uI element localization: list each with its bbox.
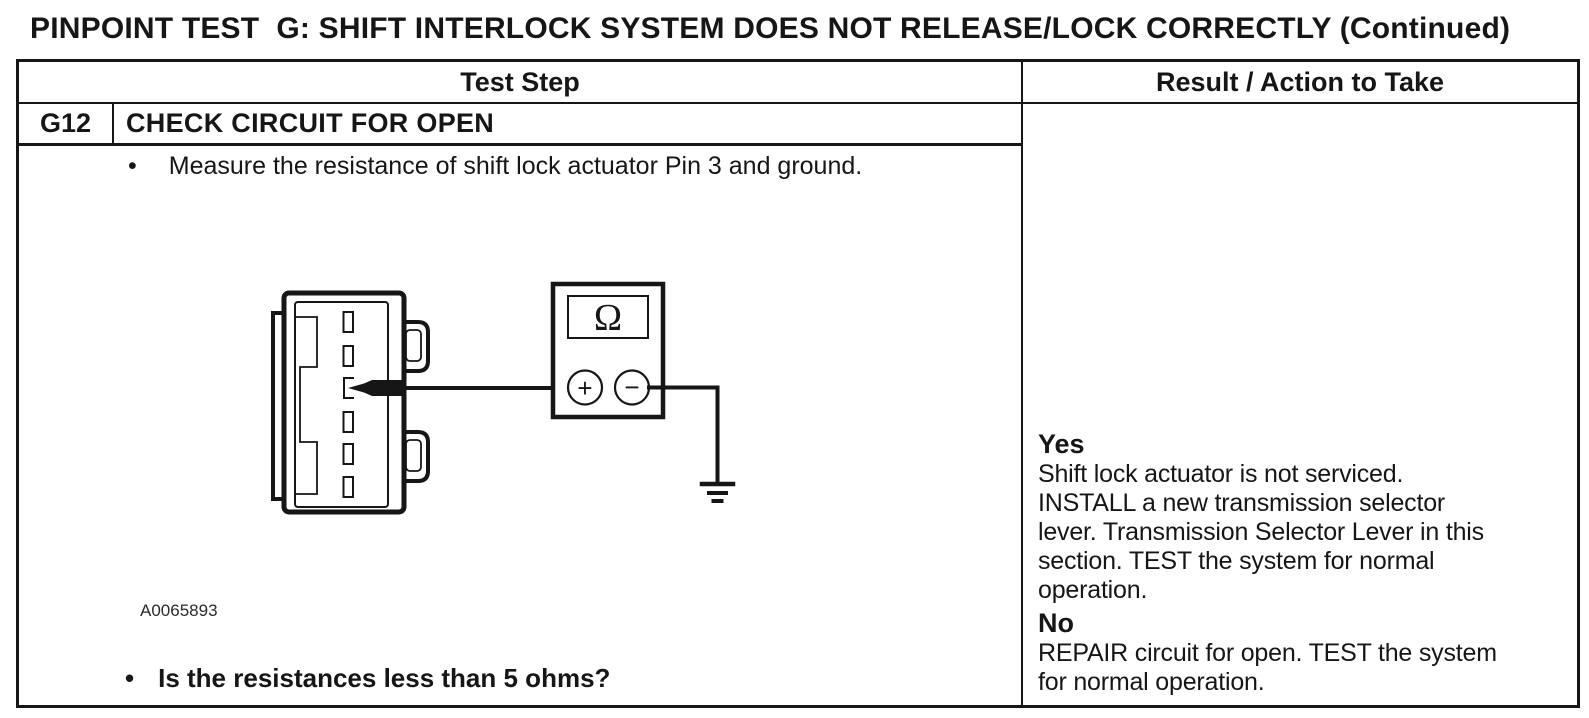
connector-latch-bottom-step [405,439,422,472]
test-probe-icon [348,380,402,396]
page-title: PINPOINT TEST G: SHIFT INTERLOCK SYSTEM … [30,12,1511,45]
ground-icon [699,481,736,503]
yes-action: Shift lock actuator is not serviced. INS… [1038,460,1484,604]
connector-latch-top-step [405,329,422,362]
bullet-icon: • [128,152,137,180]
step-title-row: G12 CHECK CIRCUIT FOR OPEN [19,104,1021,146]
connector-pin-4 [342,411,354,433]
instruction-line: • Measure the resistance of shift lock a… [128,152,862,181]
step-question: Is the resistances less than 5 ohms? [158,663,611,693]
connector-pin-6 [342,476,354,498]
step-instruction: Measure the resistance of shift lock act… [168,152,863,180]
connector-pin-5 [342,443,354,465]
col-header-result-action: Result / Action to Take [1021,62,1577,102]
step-id: G12 [19,104,114,143]
figure-label: A0065893 [140,601,218,620]
question-line: • Is the resistances less than 5 ohms? [125,663,610,694]
bullet-icon: • [125,663,135,693]
result-block: Yes Shift lock actuator is not serviced.… [1038,429,1563,697]
connector-housing [281,290,407,515]
pin-3-terminal [343,377,354,399]
positive-terminal-icon [566,369,604,406]
pinpoint-test-table: Test Step Result / Action to Take G12 CH… [16,59,1580,708]
negative-terminal-label: − [624,372,639,402]
step-content: • Measure the resistance of shift lock a… [19,146,1021,705]
no-label: No [1038,608,1074,638]
no-action: REPAIR circuit for open. TEST the system… [1038,639,1497,696]
step-name: CHECK CIRCUIT FOR OPEN [126,108,495,138]
table-header-row: Test Step Result / Action to Take [19,62,1577,104]
connector-cavity [294,301,389,508]
circuit-diagram: Ω + − [271,281,736,515]
test-step-cell: G12 CHECK CIRCUIT FOR OPEN • Measure the… [19,104,1021,705]
col-header-test-step: Test Step [460,66,580,97]
table-body: G12 CHECK CIRCUIT FOR OPEN • Measure the… [19,104,1577,705]
connector-pin-1 [342,311,354,333]
yes-label: Yes [1038,429,1085,459]
connector-pin-2 [342,345,354,367]
ohm-symbol: Ω [594,297,622,339]
result-action-cell: Yes Shift lock actuator is not serviced.… [1021,104,1577,705]
ground-wire [647,385,720,484]
connector-key-profile [294,316,318,495]
positive-terminal-label: + [577,373,592,403]
ohmmeter-display [567,295,649,339]
